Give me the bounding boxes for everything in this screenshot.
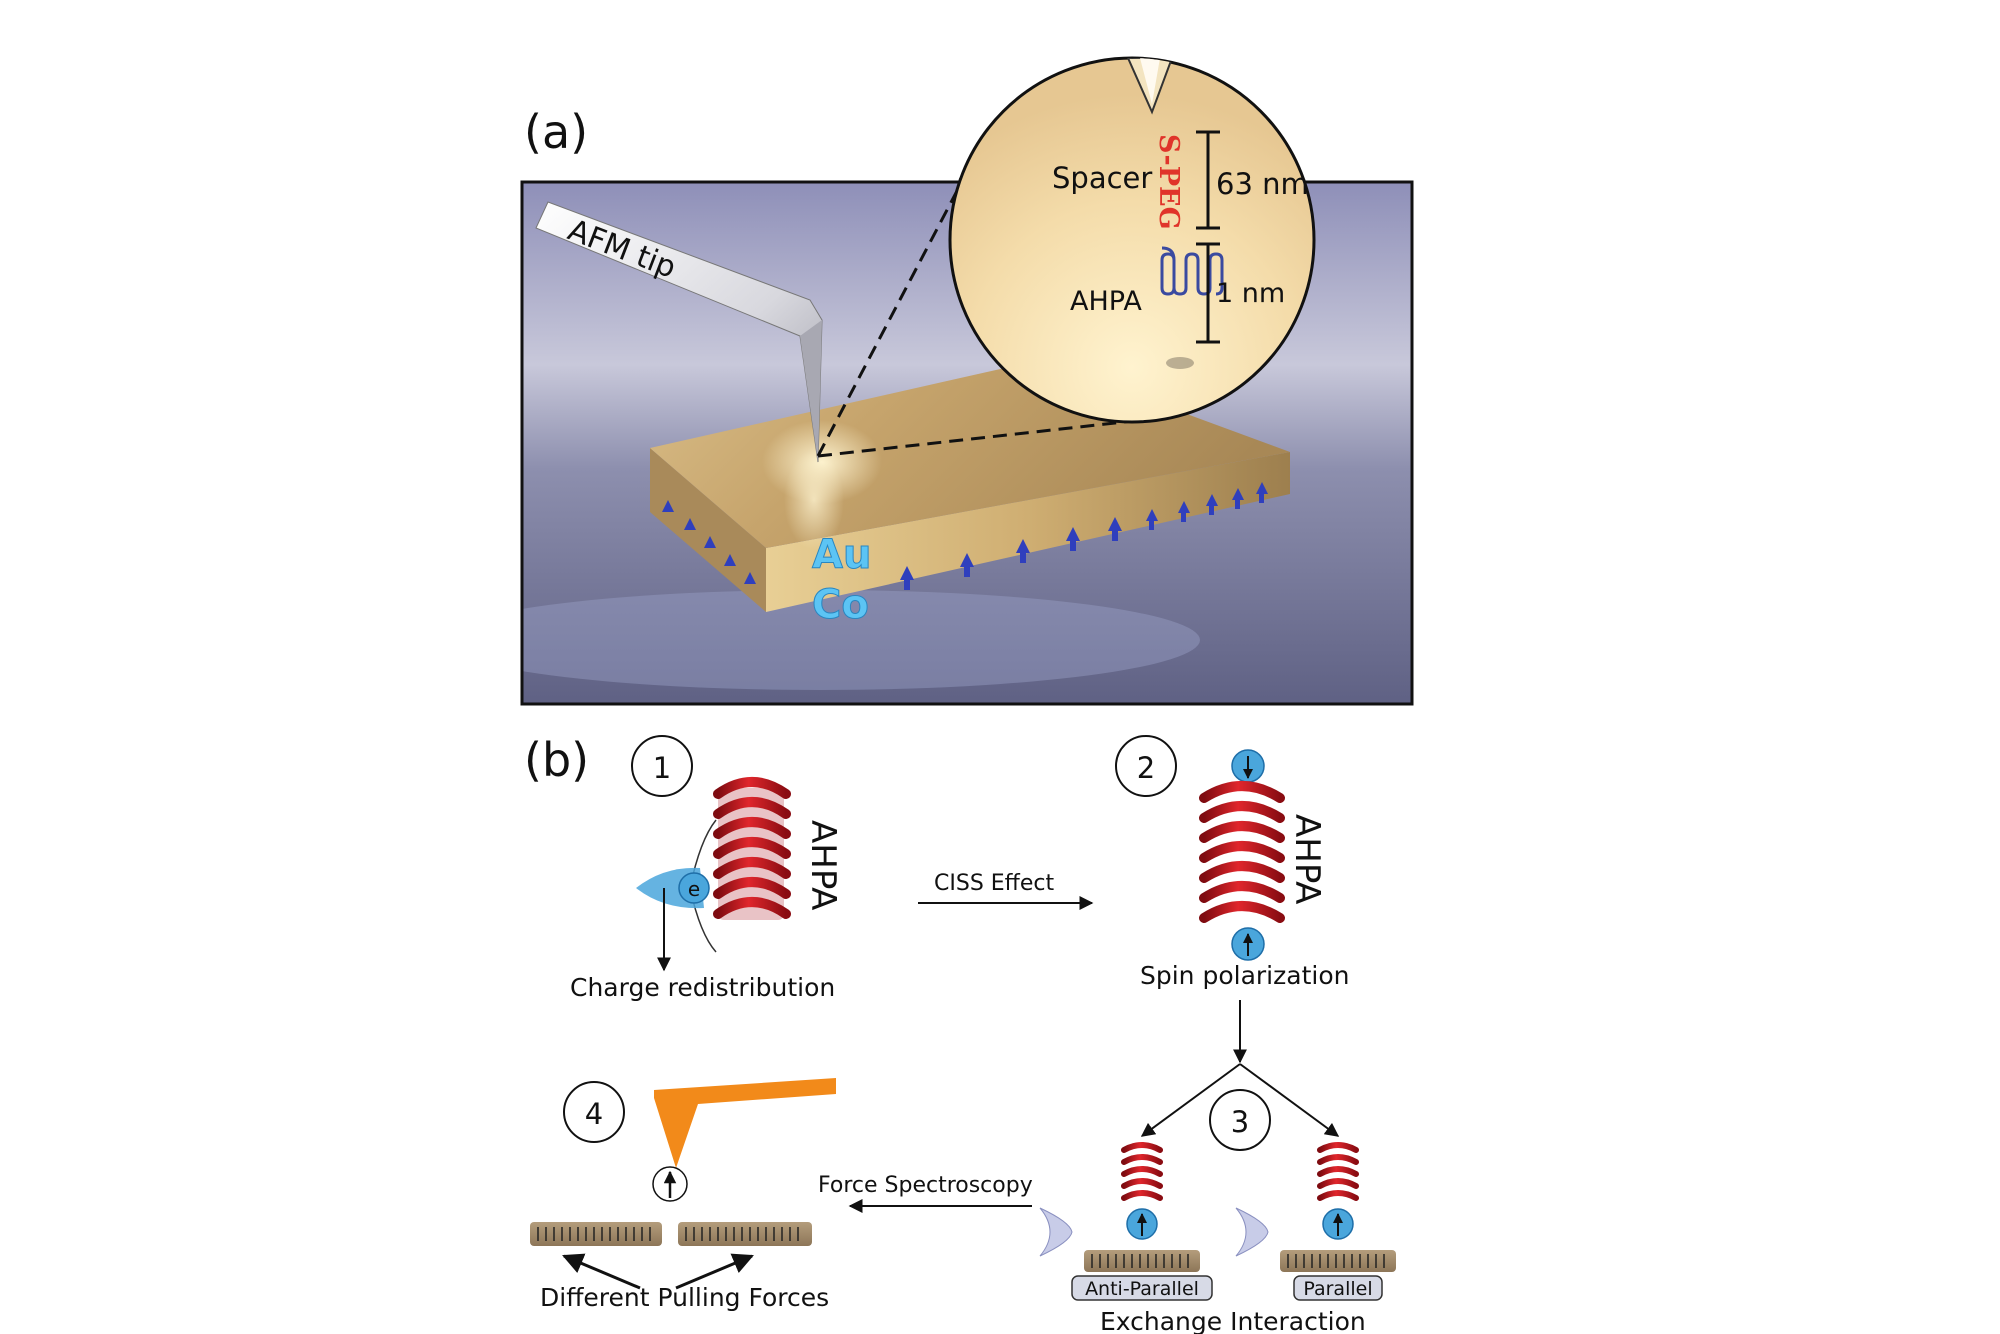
ahpa-inset-label: AHPA: [1070, 286, 1142, 317]
gold-slab-front: [650, 448, 766, 612]
step2-helix: [1199, 781, 1285, 923]
electron-label: e: [688, 877, 700, 901]
parallel-label: Parallel: [1303, 1278, 1372, 1300]
ahpa-coil: [1160, 246, 1224, 296]
substrate-anti-parallel: [530, 1222, 662, 1246]
spin-down-array: [1091, 1254, 1189, 1268]
step1: 1 AHPA e Charge redistribution: [570, 735, 843, 1002]
step4-number: 4: [585, 1097, 603, 1131]
au-label: Au: [812, 532, 871, 578]
anti-parallel-label: Anti-Parallel: [1085, 1278, 1199, 1300]
panel-a-label: (a): [524, 105, 588, 159]
step3-number: 3: [1231, 1105, 1249, 1139]
step3-caption: Exchange Interaction: [1100, 1307, 1366, 1334]
step1-helix: [713, 777, 791, 920]
step2-number: 2: [1137, 751, 1155, 785]
spacer-length: 63 nm: [1216, 167, 1309, 201]
afm-cantilever-icon: [654, 1078, 836, 1168]
step4-caption: Different Pulling Forces: [540, 1283, 829, 1312]
panel-b-label: (b): [524, 733, 589, 787]
ahpa-length: 1 nm: [1216, 278, 1285, 309]
force-spectroscopy-label: Force Spectroscopy: [818, 1173, 1033, 1198]
spin-up-array: [1287, 1254, 1385, 1268]
anti-parallel-setup: Anti-Parallel: [1039, 1142, 1213, 1301]
step1-caption: Charge redistribution: [570, 973, 835, 1002]
step2: 2 AHPA Spin polarization: [1115, 735, 1349, 990]
speg-label: S-PEG: [1153, 134, 1184, 230]
spin-arrows-side: [662, 500, 756, 584]
spin-arrows-front: [900, 482, 1268, 590]
spacer-label: Spacer: [1052, 161, 1152, 195]
ciss-label: CISS Effect: [934, 871, 1054, 896]
step1-number: 1: [653, 751, 671, 785]
parallel-setup: Parallel: [1235, 1142, 1396, 1301]
step2-caption: Spin polarization: [1140, 961, 1349, 990]
step2-ahpa-label: AHPA: [1287, 814, 1327, 904]
step4: 4 Different Pulling Forces: [530, 1078, 836, 1312]
step3: 3 Anti-Paral: [1039, 1089, 1396, 1334]
substrate-parallel: [678, 1222, 812, 1246]
step1-ahpa-label: AHPA: [803, 820, 843, 910]
co-label: Co: [812, 582, 869, 628]
inset-zoom: S-PEG Spacer 63 nm AHPA 1 nm: [948, 56, 1316, 424]
afm-tip: [535, 201, 823, 463]
